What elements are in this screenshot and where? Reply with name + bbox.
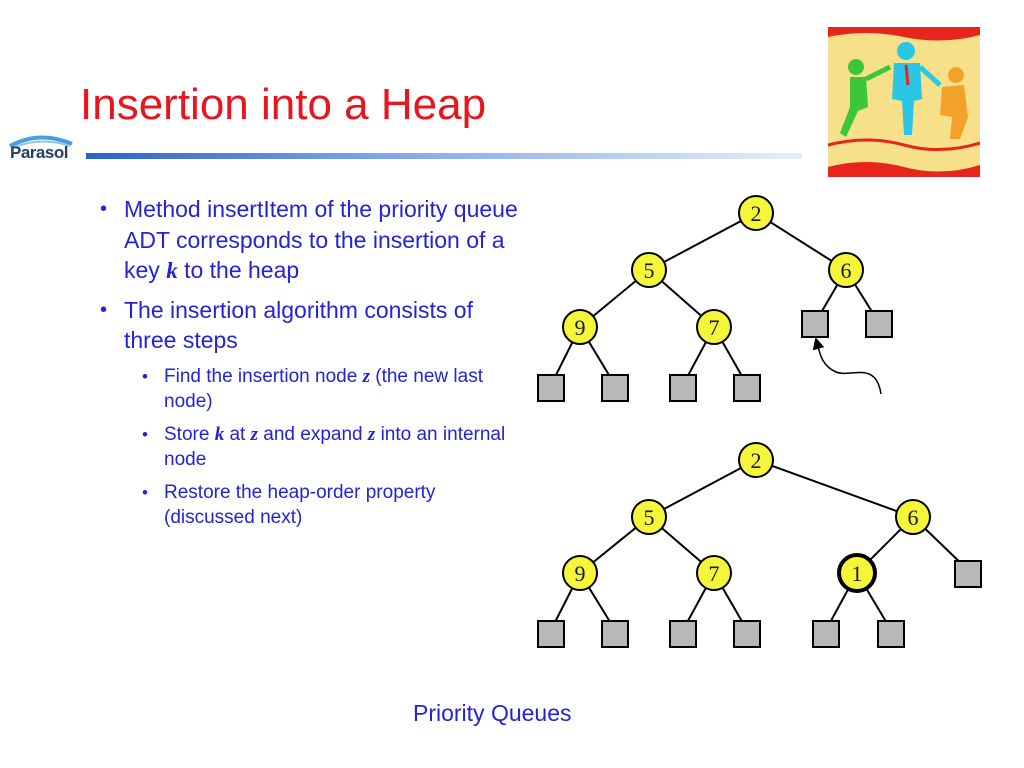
leaf-node [877, 620, 905, 648]
heap-node [738, 442, 774, 478]
dancing-people-clipart [828, 27, 980, 177]
node-key: 6 [841, 258, 852, 283]
sub-bullet-store-key: Store k at z and expand z into an intern… [142, 422, 509, 472]
slide-footer: Priority Queues [413, 700, 572, 726]
node-key: 9 [575, 315, 586, 340]
heap-before [550, 212, 880, 386]
leaf-node [733, 374, 761, 402]
inserted-node [837, 553, 877, 593]
logo-text: Parasol [10, 143, 68, 162]
node-key: 7 [709, 315, 720, 340]
heap-after [550, 459, 969, 631]
bullet-insertitem: Method insertItem of the priority queue … [100, 194, 520, 287]
node-key: 5 [644, 258, 655, 283]
node-key: 9 [575, 561, 586, 586]
heap-node [562, 555, 598, 591]
parasol-logo [9, 135, 73, 149]
heap-node [895, 499, 931, 535]
node-key: 2 [751, 448, 762, 473]
leaf-node [733, 620, 761, 648]
leaf-node [669, 620, 697, 648]
title-divider [86, 153, 802, 159]
heap-node [631, 252, 667, 288]
heap-node [828, 252, 864, 288]
sub-bullet-restore: Restore the heap-order property (discuss… [142, 480, 509, 530]
node-key: 7 [709, 561, 720, 586]
heap-node [562, 309, 598, 345]
node-key: 6 [908, 505, 919, 530]
bullet-algorithm: The insertion algorithm consists of thre… [100, 295, 520, 356]
leaf-node [669, 374, 697, 402]
inserted-node-key: 1 [852, 561, 863, 586]
leaf-node [812, 620, 840, 648]
leaf-node [537, 620, 565, 648]
leaf-node [801, 310, 829, 338]
heap-node [631, 499, 667, 535]
node-key: 2 [751, 201, 762, 226]
leaf-node [954, 560, 982, 588]
insertion-arrow [812, 337, 882, 395]
bullet-list: Method insertItem of the priority queue … [100, 194, 520, 538]
leaf-node [601, 374, 629, 402]
heap-node [696, 555, 732, 591]
node-key: 5 [644, 505, 655, 530]
slide-title: Insertion into a Heap [80, 80, 487, 129]
leaf-node [537, 374, 565, 402]
leaf-node [865, 310, 893, 338]
leaf-node [601, 620, 629, 648]
sub-bullet-find-node: Find the insertion node z (the new last … [142, 364, 509, 414]
heap-node [738, 195, 774, 231]
heap-node [696, 309, 732, 345]
